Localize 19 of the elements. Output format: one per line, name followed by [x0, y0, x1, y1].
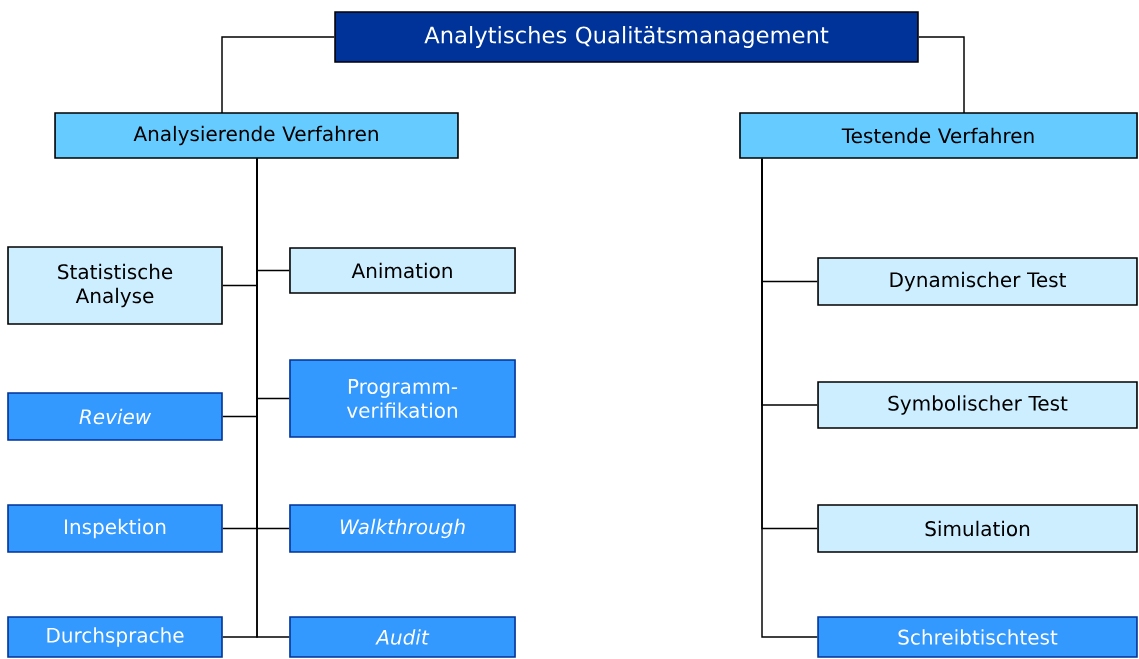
method-box: Audit	[289, 616, 516, 658]
method-box: Dynamischer Test	[817, 257, 1138, 306]
method-box: Review	[7, 392, 223, 441]
connector-line	[761, 158, 818, 638]
method-box: Statistische Analyse	[7, 246, 223, 325]
category-box: Testende Verfahren	[739, 112, 1138, 159]
method-box: Durchsprache	[7, 616, 223, 658]
title-box: Analytisches Qualitätsmanagement	[334, 11, 919, 63]
connector-line	[918, 36, 965, 114]
method-box: Symbolischer Test	[817, 381, 1138, 429]
method-box: Schreibtischtest	[817, 616, 1138, 658]
connector-line	[256, 158, 290, 638]
category-box: Analysierende Verfahren	[54, 112, 459, 159]
method-box: Walkthrough	[289, 504, 516, 553]
method-box: Inspektion	[7, 504, 223, 553]
method-box: Animation	[289, 247, 516, 294]
method-box: Simulation	[817, 504, 1138, 553]
connector-line	[221, 36, 335, 114]
method-box: Programm- verifikation	[289, 359, 516, 438]
